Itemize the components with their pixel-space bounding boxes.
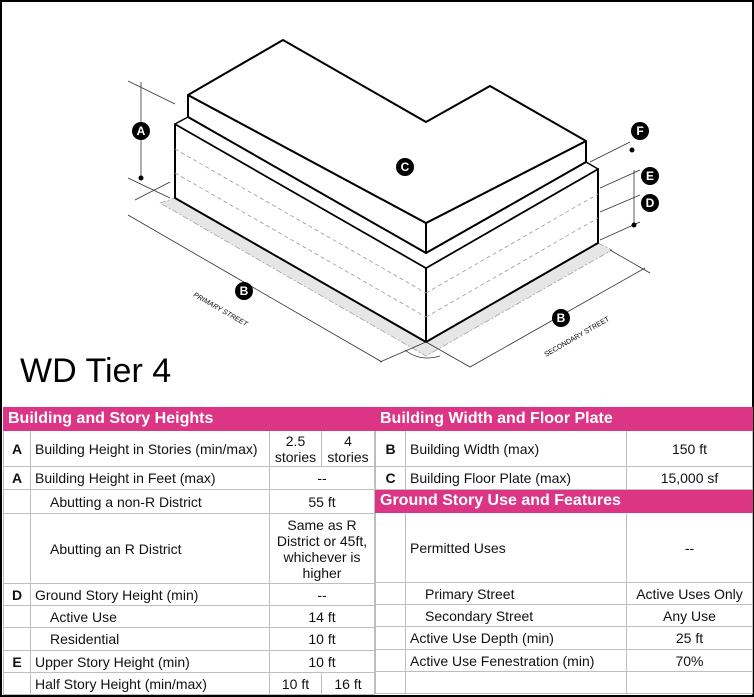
- row-label: Active Use Fenestration (min): [405, 649, 627, 672]
- table-row: Abutting an R District Same as R Distric…: [3, 513, 376, 584]
- marker-c: C: [396, 158, 414, 176]
- svg-text:E: E: [646, 169, 654, 183]
- row-letter: [3, 605, 31, 628]
- building-diagram: A B B C F E D PRIMARY STREET SECONDARY S…: [127, 39, 659, 368]
- row-letter: E: [3, 650, 31, 673]
- section-header: Building Width and Floor Plate: [375, 407, 753, 431]
- section-header: Building and Story Heights: [2, 407, 376, 431]
- row-label: Ground Story Height (min): [30, 583, 270, 606]
- row-label: Abutting an R District: [30, 513, 270, 584]
- row-letter: D: [3, 583, 31, 606]
- table-row: B Building Width (max) 150 ft: [375, 430, 753, 467]
- marker-b-secondary: B: [552, 309, 570, 327]
- row-label: Secondary Street: [405, 604, 627, 627]
- row-value: Same as R District or 45ft, whichever is…: [268, 513, 376, 584]
- svg-text:A: A: [137, 124, 146, 138]
- row-label: Active Use: [30, 605, 270, 628]
- table-row: D Ground Story Height (min) --: [3, 583, 376, 606]
- row-label: Building Floor Plate (max): [405, 466, 627, 490]
- row-letter: A: [3, 466, 31, 490]
- row-value: Any Use: [626, 604, 753, 627]
- row-letter: B: [375, 430, 406, 467]
- svg-text:F: F: [636, 124, 643, 138]
- row-letter: [3, 672, 31, 695]
- row-value: 14 ft: [268, 605, 376, 628]
- row-label: Active Use Depth (min): [405, 626, 627, 650]
- row-value: 25 ft: [626, 626, 753, 650]
- table-row: Secondary Street Any Use: [375, 604, 753, 627]
- row-letter: C: [375, 466, 406, 490]
- table-row: A Building Height in Stories (min/max) 2…: [3, 430, 376, 467]
- table-row: C Building Floor Plate (max) 15,000 sf: [375, 466, 753, 490]
- table-row: [375, 671, 753, 694]
- row-label: Abutting a non-R District: [30, 489, 270, 514]
- row-value: --: [626, 512, 753, 583]
- marker-f: F: [631, 122, 649, 140]
- row-min: 10 ft: [269, 672, 322, 695]
- row-value: 55 ft: [268, 489, 376, 514]
- marker-d: D: [641, 194, 659, 212]
- row-label: Residential: [30, 627, 270, 651]
- row-value: 70%: [626, 649, 753, 672]
- row-value: --: [268, 583, 376, 606]
- building-story-heights-table: Building and Story Heights A Building He…: [2, 407, 376, 695]
- table-row: Active Use Fenestration (min) 70%: [375, 649, 753, 672]
- table-row: Half Story Height (min/max) 10 ft 16 ft: [3, 672, 376, 695]
- table-row: E Upper Story Height (min) 10 ft: [3, 650, 376, 673]
- row-value: Active Uses Only: [626, 582, 753, 605]
- row-letter: [3, 627, 31, 651]
- svg-text:C: C: [401, 160, 410, 174]
- section-header: Ground Story Use and Features: [375, 489, 753, 513]
- row-letter: A: [3, 430, 31, 467]
- row-label: Half Story Height (min/max): [30, 672, 270, 695]
- row-label: Upper Story Height (min): [30, 650, 270, 673]
- row-letter: [3, 513, 31, 584]
- row-max: 16 ft: [320, 672, 376, 695]
- row-label: Building Width (max): [405, 430, 627, 467]
- row-label: Primary Street: [405, 582, 627, 605]
- row-value: --: [268, 466, 376, 490]
- marker-b-primary: B: [235, 282, 253, 300]
- row-min: 2.5 stories: [269, 430, 322, 467]
- row-value: 150 ft: [626, 430, 753, 467]
- svg-text:B: B: [557, 311, 566, 325]
- row-value: 10 ft: [268, 650, 376, 673]
- table-row: Active Use 14 ft: [3, 605, 376, 628]
- row-letter: [3, 489, 31, 514]
- floor-lines: [174, 148, 599, 318]
- svg-text:D: D: [646, 196, 655, 210]
- row-value: 15,000 sf: [626, 466, 753, 490]
- row-max: 4 stories: [320, 430, 376, 467]
- width-ground-story-table: Building Width and Floor Plate B Buildin…: [375, 407, 753, 694]
- table-row: Active Use Depth (min) 25 ft: [375, 626, 753, 650]
- page-title: WD Tier 4: [20, 352, 172, 390]
- row-value: 10 ft: [268, 627, 376, 651]
- table-row: Residential 10 ft: [3, 627, 376, 651]
- marker-e: E: [641, 167, 659, 185]
- marker-a: A: [132, 122, 150, 140]
- roof-floor-plate: [187, 39, 587, 224]
- row-label: Building Height in Feet (max): [30, 466, 270, 490]
- table-row: Permitted Uses --: [375, 512, 753, 583]
- table-row: Primary Street Active Uses Only: [375, 582, 753, 605]
- row-label: Building Height in Stories (min/max): [30, 430, 270, 467]
- table-row: Abutting a non-R District 55 ft: [3, 489, 376, 514]
- svg-text:B: B: [240, 284, 249, 298]
- table-row: A Building Height in Feet (max) --: [3, 466, 376, 490]
- row-label: Permitted Uses: [405, 512, 627, 583]
